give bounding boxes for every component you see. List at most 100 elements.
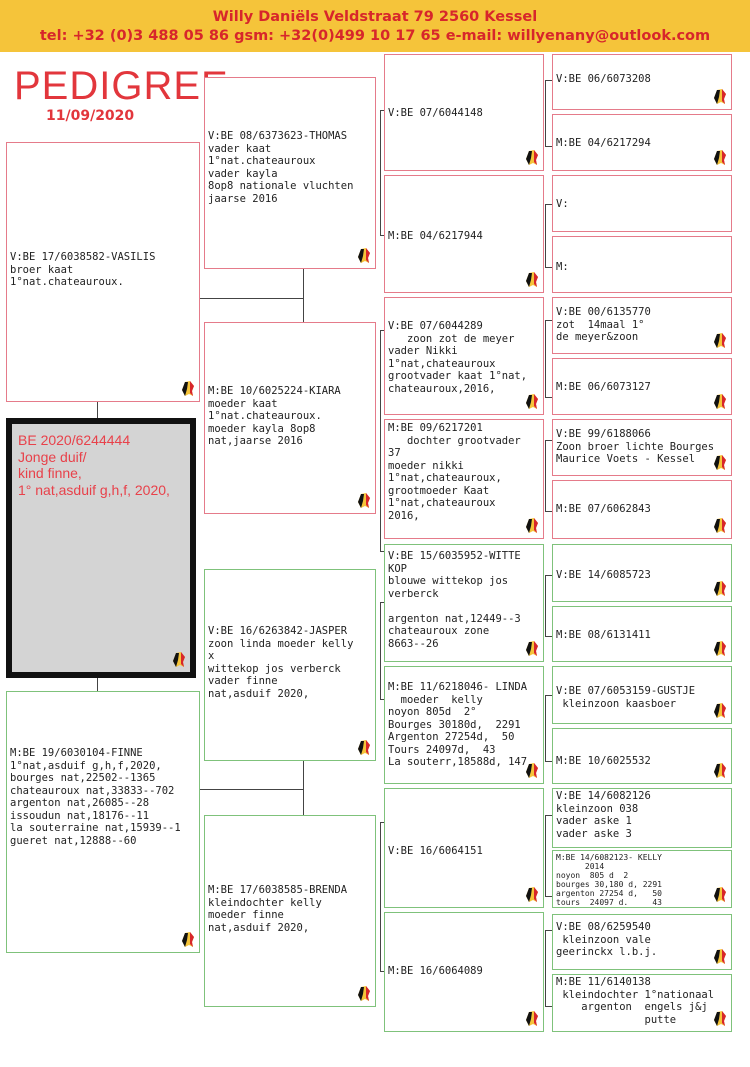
belgium-flag-icon [358, 248, 370, 263]
belgium-flag-icon [526, 641, 538, 656]
belgium-flag-icon [714, 703, 726, 718]
pedigree-card-text: M:BE 08/6131411 [556, 629, 651, 641]
pedigree-card-gen4: M:BE 04/6217294 [552, 114, 732, 171]
belgium-flag-icon [358, 740, 370, 755]
bracket-connector [545, 80, 552, 147]
belgium-flag-icon [182, 381, 194, 396]
connector-line [97, 678, 98, 692]
belgium-flag-icon [714, 333, 726, 348]
pedigree-card-text: V:BE 16/6064151 [388, 845, 483, 857]
bracket-connector [380, 110, 387, 236]
pedigree-card-text: M:BE 04/6217294 [556, 137, 651, 149]
subject-pigeon-text: BE 2020/6244444 Jonge duif/ kind finne, … [18, 432, 170, 498]
belgium-flag-icon [714, 763, 726, 778]
pedigree-card-text: V:BE 06/6073208 [556, 73, 651, 85]
pedigree-card-gen4: V:BE 06/6073208 [552, 54, 732, 110]
pedigree-card-gen3: M:BE 04/6217944 [384, 175, 544, 293]
bracket-connector [545, 815, 552, 897]
belgium-flag-icon [714, 949, 726, 964]
breeder-name-address: Willy Daniëls Veldstraat 79 2560 Kessel [212, 9, 538, 25]
pedigree-card-gen4: M:BE 14/6082123- KELLY 2014 noyon 805 d … [552, 850, 732, 908]
pedigree-card-text: V: [556, 198, 569, 210]
bracket-connector [545, 695, 552, 762]
pedigree-card-text: M:BE 11/6218046- LINDA moeder kelly noyo… [388, 681, 528, 768]
belgium-flag-icon [714, 455, 726, 470]
pedigree-card-gen4: M:BE 11/6140138 kleindochter 1°nationaal… [552, 974, 732, 1032]
belgium-flag-icon [714, 887, 726, 902]
belgium-flag-icon [526, 150, 538, 165]
pedigree-card-gen4: V: [552, 175, 732, 232]
pedigree-card-text: M:BE 10/6025532 [556, 755, 651, 767]
pedigree-card-text: M:BE 19/6030104-FINNE 1°nat,asduif g,h,f… [10, 747, 181, 847]
belgium-flag-icon [526, 518, 538, 533]
pedigree-card-gen4: V:BE 14/6082126 kleinzoon 038 vader aske… [552, 788, 732, 848]
connector-line [200, 298, 304, 299]
connector-line [303, 760, 304, 815]
pedigree-card-gen3: V:BE 07/6044148 [384, 54, 544, 171]
pedigree-card-granddam-maternal: M:BE 17/6038585-BRENDA kleindochter kell… [204, 815, 376, 1007]
pedigree-card-text: V:BE 14/6085723 [556, 569, 651, 581]
pedigree-card-grandsire-maternal: V:BE 16/6263842-JASPER zoon linda moeder… [204, 569, 376, 761]
pedigree-card-text: V:BE 07/6053159-GUSTJE kleinzoon kaasboe… [556, 685, 696, 710]
pedigree-card-text: M:BE 11/6140138 kleindochter 1°nationaal… [556, 976, 715, 1026]
pedigree-card-gen4: M:BE 08/6131411 [552, 606, 732, 662]
belgium-flag-icon [173, 652, 185, 667]
belgium-flag-icon [714, 1011, 726, 1026]
breeder-contact: tel: +32 (0)3 488 05 86 gsm: +32(0)499 1… [39, 28, 711, 44]
belgium-flag-icon [714, 641, 726, 656]
bracket-connector [380, 330, 387, 552]
subject-pigeon-card: BE 2020/6244444 Jonge duif/ kind finne, … [6, 418, 196, 678]
belgium-flag-icon [358, 986, 370, 1001]
belgium-flag-icon [182, 932, 194, 947]
pedigree-card-text: M:BE 07/6062843 [556, 503, 651, 515]
page-title: PEDIGREE [14, 64, 229, 108]
pedigree-card-text: M:BE 10/6025224-KIARA moeder kaat 1°nat.… [208, 385, 341, 447]
pedigree-card-text: M:BE 04/6217944 [388, 230, 483, 242]
bracket-connector [545, 930, 552, 1007]
pedigree-card-gen4: V:BE 07/6053159-GUSTJE kleinzoon kaasboe… [552, 666, 732, 724]
pedigree-card-text: V:BE 08/6259540 kleinzoon vale geerinckx… [556, 921, 658, 958]
bracket-connector [545, 440, 552, 512]
pedigree-card-gen4: M:BE 10/6025532 [552, 728, 732, 784]
pedigree-card-gen4: V:BE 08/6259540 kleinzoon vale geerinckx… [552, 914, 732, 970]
belgium-flag-icon [526, 272, 538, 287]
pedigree-card-gen4: V:BE 00/6135770 zot 14maal 1° de meyer&z… [552, 297, 732, 354]
pedigree-card-gen3: V:BE 07/6044289 zoon zot de meyer vader … [384, 297, 544, 415]
pedigree-card-gen3: V:BE 16/6064151 [384, 788, 544, 908]
belgium-flag-icon [714, 89, 726, 104]
belgium-flag-icon [526, 763, 538, 778]
pedigree-card-gen3: M:BE 09/6217201 dochter grootvader 37 mo… [384, 419, 544, 539]
belgium-flag-icon [526, 1011, 538, 1026]
pedigree-card-text: V:BE 08/6373623-THOMAS vader kaat 1°nat.… [208, 130, 354, 205]
pedigree-card-text: M: [556, 261, 569, 273]
belgium-flag-icon [714, 581, 726, 596]
pedigree-date: 11/09/2020 [46, 108, 135, 124]
pedigree-card-granddam-paternal: M:BE 10/6025224-KIARA moeder kaat 1°nat.… [204, 322, 376, 514]
belgium-flag-icon [526, 887, 538, 902]
pedigree-card-grandsire-paternal: V:BE 08/6373623-THOMAS vader kaat 1°nat.… [204, 77, 376, 269]
bracket-connector [380, 822, 387, 972]
pedigree-card-gen4: V:BE 99/6188066 Zoon broer lichte Bourge… [552, 419, 732, 476]
bracket-connector [545, 204, 552, 268]
breeder-header: Willy Daniëls Veldstraat 79 2560 Kessel … [0, 0, 750, 52]
pedigree-card-gen4: M:BE 07/6062843 [552, 480, 732, 539]
connector-line [200, 789, 304, 790]
pedigree-card-text: M:BE 16/6064089 [388, 965, 483, 977]
pedigree-card-text: V:BE 14/6082126 kleinzoon 038 vader aske… [556, 790, 651, 840]
belgium-flag-icon [714, 394, 726, 409]
pedigree-card-gen4: M:BE 06/6073127 [552, 358, 732, 415]
belgium-flag-icon [714, 518, 726, 533]
pedigree-card-gen3: V:BE 15/6035952-WITTE KOP blouwe witteko… [384, 544, 544, 662]
pedigree-card-text: V:BE 07/6044289 zoon zot de meyer vader … [388, 320, 528, 395]
pedigree-card-mother: M:BE 19/6030104-FINNE 1°nat,asduif g,h,f… [6, 691, 200, 953]
pedigree-card-text: M:BE 09/6217201 dochter grootvader 37 mo… [388, 422, 521, 522]
pedigree-card-gen3: M:BE 16/6064089 [384, 912, 544, 1032]
pedigree-card-text: M:BE 17/6038585-BRENDA kleindochter kell… [208, 884, 348, 934]
pedigree-card-gen4: M: [552, 236, 732, 293]
pedigree-card-text: V:BE 16/6263842-JASPER zoon linda moeder… [208, 625, 354, 700]
pedigree-card-text: V:BE 15/6035952-WITTE KOP blouwe witteko… [388, 550, 521, 650]
pedigree-card-text: V:BE 99/6188066 Zoon broer lichte Bourge… [556, 428, 715, 465]
belgium-flag-icon [714, 150, 726, 165]
pedigree-card-gen3: M:BE 11/6218046- LINDA moeder kelly noyo… [384, 666, 544, 784]
connector-line [303, 268, 304, 323]
